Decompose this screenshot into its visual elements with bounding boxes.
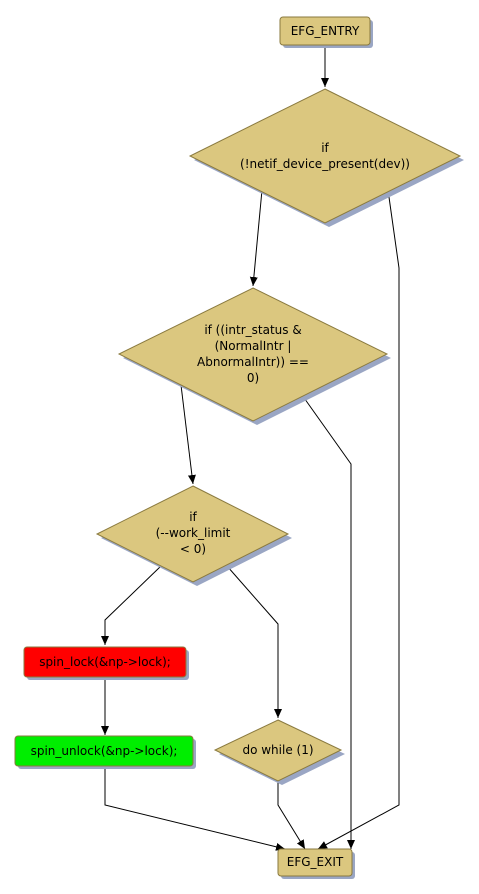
edge-spinunlock-exit [104, 767, 286, 851]
spin-unlock-node: spin_unlock(&np->lock); [14, 735, 196, 769]
spin-lock-node: spin_lock(&np->lock); [23, 646, 189, 680]
entry-label: EFG_ENTRY [291, 24, 360, 38]
edge-if2-exit [301, 394, 355, 849]
spin-unlock-label: spin_unlock(&np->lock); [31, 744, 178, 758]
spin-lock-label: spin_lock(&np->lock); [39, 655, 171, 669]
entry-node: EFG_ENTRY [279, 16, 373, 48]
if3-line-1: if [189, 510, 197, 524]
if-device-present-node: if (!netif_device_present(dev)) [188, 88, 464, 227]
edge-if1-exit [317, 189, 400, 850]
if2-line-3: AbnormalIntr)) == [197, 355, 309, 369]
edge-if1-if2 [249, 189, 263, 287]
exit-node: EFG_EXIT [277, 848, 355, 879]
edge-if2-if3 [180, 384, 196, 485]
exit-label: EFG_EXIT [287, 855, 344, 869]
if2-line-2: (NormalIntr | [215, 339, 292, 353]
edge-dowhile-exit [277, 782, 306, 850]
if2-line-4: 0) [247, 371, 259, 385]
if-work-limit-node: if (--work_limit < 0) [95, 485, 292, 586]
do-while-node: do while (1) [213, 719, 345, 785]
edges [101, 46, 400, 851]
if1-line-2: (!netif_device_present(dev)) [240, 157, 410, 171]
if3-line-2: (--work_limit [156, 526, 231, 540]
if1-line-1: if [321, 141, 329, 155]
if2-line-1: if ((intr_status & [204, 323, 301, 337]
edge-if3-dowhile [226, 565, 282, 718]
do-while-label: do while (1) [242, 743, 313, 757]
if-intr-status-node: if ((intr_status & (NormalIntr | Abnorma… [117, 287, 391, 425]
edge-if3-spinlock [101, 565, 162, 645]
if3-line-3: < 0) [180, 542, 206, 556]
